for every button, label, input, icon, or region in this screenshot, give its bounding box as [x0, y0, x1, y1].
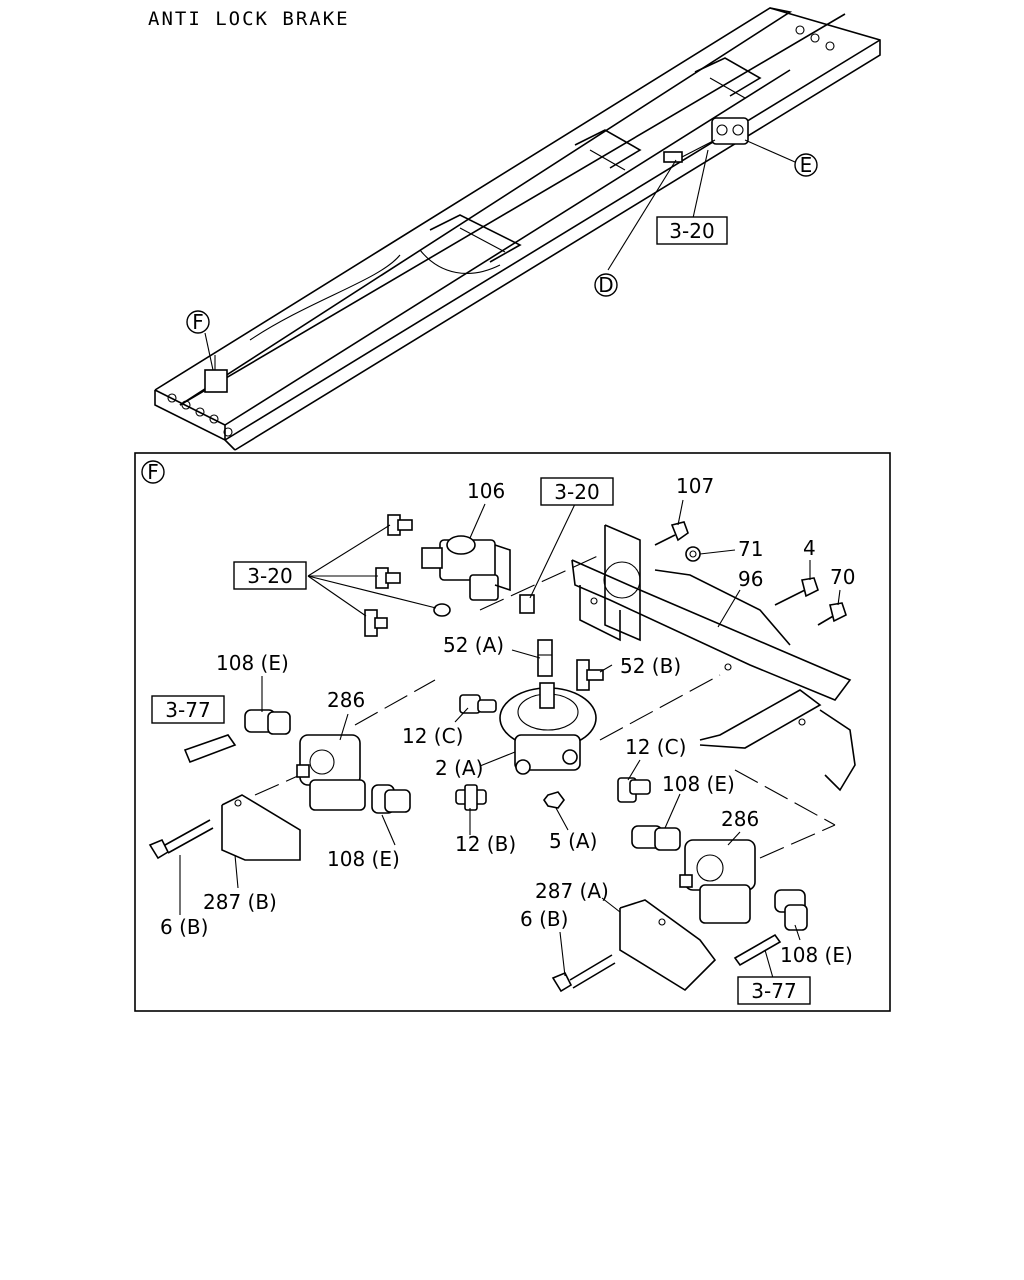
label-108e-1: 108 (E)	[216, 651, 289, 675]
elbow-108e-1	[244, 709, 291, 735]
label-287a: 287 (A)	[535, 879, 609, 903]
callout-f: F	[186, 310, 210, 334]
label-12c-right: 12 (C)	[625, 735, 686, 759]
tube-3-77-left	[183, 734, 237, 764]
svg-text:E: E	[800, 153, 813, 177]
svg-text:3-20: 3-20	[669, 219, 714, 243]
label-286-right: 286	[721, 807, 759, 831]
bolt-6b-left	[148, 819, 214, 860]
label-4: 4	[803, 536, 816, 560]
svg-text:3-20: 3-20	[247, 564, 292, 588]
ref-box-3-77-right: 3-77	[737, 976, 811, 1005]
label-52a: 52 (A)	[443, 633, 504, 657]
svg-text:F: F	[192, 310, 204, 334]
label-6b-left: 6 (B)	[160, 915, 208, 939]
part-labels: 106 3-20 107 71 4 70 3-20 96 52 (A) 52 (…	[151, 474, 855, 1005]
chassis-frame	[154, 7, 881, 451]
elbow-108e-4	[774, 889, 808, 931]
fitting-52a	[537, 639, 553, 677]
label-5a: 5 (A)	[549, 829, 597, 853]
svg-text:3-77: 3-77	[751, 979, 796, 1003]
ref-box-3-77-left: 3-77	[151, 695, 225, 724]
label-96: 96	[738, 567, 763, 591]
svg-text:3-77: 3-77	[165, 698, 210, 722]
callout-d: D	[594, 273, 618, 297]
page-title: ANTI LOCK BRAKE	[148, 8, 350, 30]
label-2a: 2 (A)	[435, 756, 483, 780]
relay-valve-2a	[499, 682, 597, 775]
label-106: 106	[467, 479, 505, 503]
label-287b: 287 (B)	[203, 890, 277, 914]
modulator-286-left	[296, 734, 366, 811]
modulator-286-right	[679, 839, 756, 924]
svg-text:F: F	[147, 460, 159, 484]
tube-3-77-right	[733, 933, 782, 967]
elbow-108e-2	[371, 784, 411, 814]
label-108e-4: 108 (E)	[780, 943, 853, 967]
ref-box-3-20-frame: 3-20	[656, 216, 728, 245]
elbow-108e-3	[631, 825, 681, 851]
ref-box-3-20-left: 3-20	[233, 561, 307, 590]
bolt-6b-right	[551, 954, 616, 993]
fitting-set-3-20	[364, 514, 535, 637]
elbow-12c-right	[617, 777, 651, 803]
label-108e-2: 108 (E)	[662, 772, 735, 796]
modulator-valve-106	[421, 535, 511, 601]
tee-12b	[455, 784, 487, 811]
shield-287b	[221, 794, 301, 861]
nut-71	[685, 546, 701, 562]
bolt-107	[654, 521, 689, 546]
label-286-left: 286	[327, 688, 365, 712]
label-70: 70	[830, 565, 855, 589]
bolt-70	[817, 602, 847, 626]
label-6b-right: 6 (B)	[520, 907, 568, 931]
label-108e-3: 108 (E)	[327, 847, 400, 871]
svg-text:D: D	[598, 273, 613, 297]
label-12c-left: 12 (C)	[402, 724, 463, 748]
ref-box-3-20-top: 3-20	[540, 477, 614, 506]
bolt-4	[774, 577, 819, 606]
leader-lines	[179, 499, 841, 979]
bracket-96	[571, 524, 856, 792]
plug-5a	[543, 791, 565, 809]
shield-287a	[619, 899, 717, 992]
fitting-52b	[576, 659, 604, 691]
svg-text:3-20: 3-20	[554, 480, 599, 504]
detail-view-label: F	[141, 460, 165, 484]
label-71: 71	[738, 537, 763, 561]
label-52b: 52 (B)	[620, 654, 681, 678]
label-107: 107	[676, 474, 714, 498]
elbow-12c-left	[459, 694, 497, 714]
detail-frame	[134, 452, 891, 1012]
label-12b: 12 (B)	[455, 832, 516, 856]
callout-e: E	[794, 153, 818, 177]
